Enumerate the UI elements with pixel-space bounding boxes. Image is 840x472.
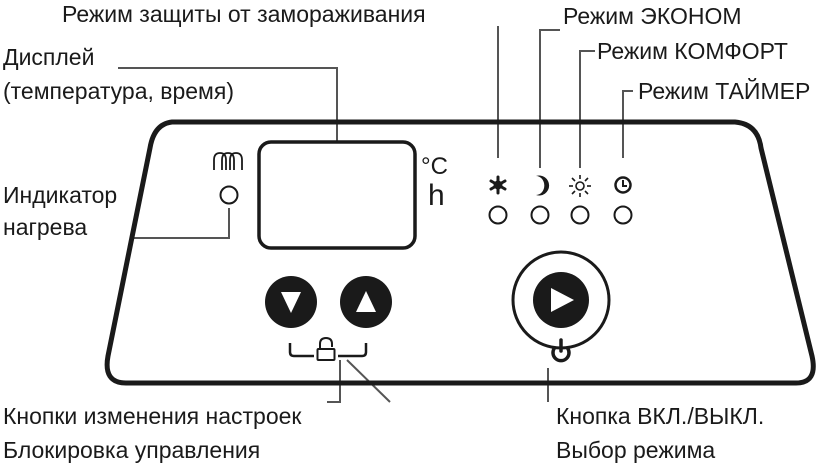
snowflake-icon: [489, 175, 507, 195]
comfort-mode-led: [570, 205, 590, 225]
sun-icon: [569, 175, 591, 197]
celsius-unit: °C: [421, 153, 448, 180]
power-mode-button[interactable]: [511, 250, 611, 350]
frost-mode-led: [488, 205, 508, 225]
panel-outline: [104, 119, 816, 386]
comfort-mode-label: Режим КОМФОРТ: [597, 38, 788, 64]
padlock-icon: [316, 336, 336, 361]
heat-indicator-label-line2: нагрева: [3, 214, 88, 240]
play-icon: [551, 288, 574, 312]
clock-icon: [614, 176, 632, 194]
frost-mode-label: Режим защиты от замораживания: [62, 1, 426, 27]
moon-icon: [536, 175, 550, 196]
eco-mode-label: Режим ЭКОНОМ: [563, 3, 742, 29]
power-button-label: Кнопка ВКЛ./ВЫКЛ.: [556, 403, 765, 429]
lock-bracket: [288, 343, 368, 358]
leader-comfort: [579, 50, 595, 168]
heat-indicator-label-line1: Индикатор: [3, 182, 118, 208]
display-label-line2: (температура, время): [3, 78, 234, 104]
arrow-up-button[interactable]: [340, 276, 392, 328]
leader-eco: [539, 29, 560, 168]
display-label-line1: Дисплей: [3, 44, 95, 70]
control-lock-label: Блокировка управления: [3, 437, 261, 463]
arrow-down-icon: [281, 292, 301, 313]
mode-select-label: Выбор режима: [556, 437, 716, 463]
adjust-buttons-label: Кнопки изменения настроек: [3, 403, 302, 429]
timer-mode-led: [613, 205, 633, 225]
leader-timer: [622, 90, 633, 158]
mode-leds: [488, 205, 633, 225]
arrow-down-button[interactable]: [265, 276, 317, 328]
timer-mode-label: Режим ТАЙМЕР: [638, 78, 811, 104]
leader-lock: [327, 360, 341, 403]
leader-heat-indicator: [132, 208, 230, 239]
heat-indicator-led: [219, 185, 239, 205]
hours-unit: h: [428, 179, 445, 212]
heating-coil-icon: [213, 152, 243, 170]
power-icon: [551, 338, 571, 363]
eco-mode-led: [530, 205, 550, 225]
arrow-up-icon: [356, 291, 376, 312]
display-screen: [257, 140, 417, 250]
